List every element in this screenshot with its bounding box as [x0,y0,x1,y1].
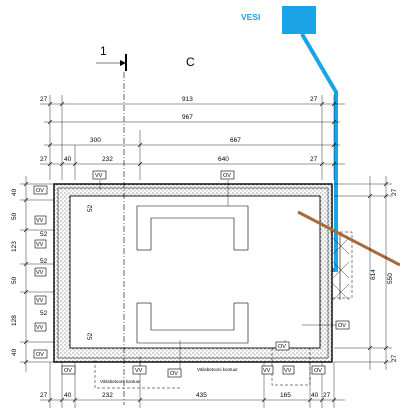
contour-note-right: Välisbetooni kontuur [197,367,238,372]
svg-text:VV: VV [36,242,44,248]
tag-ov-7: OV [275,341,290,351]
svg-text:123: 123 [11,241,18,252]
svg-text:40: 40 [311,392,319,399]
svg-text:232: 232 [102,392,113,399]
svg-text:VV: VV [36,270,44,276]
tag-vv-9: VV [282,365,295,375]
svg-text:VV: VV [284,368,292,374]
svg-text:550: 550 [387,273,394,284]
svg-text:OV: OV [338,323,346,329]
tag-ov-8: OV [335,320,350,330]
svg-text:OV: OV [170,371,178,377]
svg-text:40: 40 [11,348,18,356]
bottom-dimensions: 27 40 232 435 165 40 27 [40,362,345,408]
svg-text:VV: VV [263,368,271,374]
tag-ov-3: OV [33,349,48,359]
svg-text:OV: OV [64,368,72,374]
brown-line [297,210,400,267]
svg-text:52: 52 [87,332,94,340]
svg-text:232: 232 [102,156,113,163]
svg-text:667: 667 [230,137,241,144]
svg-text:50: 50 [11,276,18,284]
foundation-plan [53,72,338,405]
svg-text:50: 50 [11,212,18,220]
svg-text:128: 128 [11,315,18,326]
svg-text:VV: VV [36,325,44,331]
right-dimensions: 27 614 550 27 [334,176,398,370]
svg-text:VV: VV [135,368,143,374]
svg-text:435: 435 [196,392,207,399]
svg-text:27: 27 [40,96,48,103]
svg-text:27: 27 [323,392,331,399]
svg-text:VV: VV [95,173,103,179]
pipe-detail [94,231,353,389]
tag-ov-5: OV [167,368,182,378]
svg-text:52: 52 [40,258,48,265]
svg-text:614: 614 [370,269,377,280]
svg-text:52: 52 [40,231,48,238]
svg-text:OV: OV [314,368,322,374]
svg-text:VV: VV [36,218,44,224]
tag-vv-2: VV [34,215,47,225]
tag-vv-8: VV [261,365,274,375]
svg-text:27: 27 [40,392,48,399]
svg-text:300: 300 [90,137,101,144]
svg-text:52: 52 [40,310,48,317]
svg-text:OV: OV [223,173,231,179]
svg-text:27: 27 [391,188,398,196]
svg-text:OV: OV [36,352,44,358]
tag-vv-6: VV [34,322,47,332]
tag-ov-6: OV [311,365,326,375]
svg-text:VV: VV [36,298,44,304]
svg-text:27: 27 [310,156,318,163]
tag-ov-2: OV [220,170,235,180]
svg-text:OV: OV [36,188,44,194]
tag-ov-1: OV [33,185,48,195]
svg-text:40: 40 [64,156,72,163]
section-number: 1 [100,44,107,58]
axis-letter: C [186,55,195,69]
contour-note-left: Välisbetooni kontuur [100,379,141,384]
svg-text:27: 27 [40,156,48,163]
tag-vv-1: VV [92,170,107,180]
svg-text:27: 27 [391,354,398,362]
tag-vv-3: VV [34,239,47,249]
tag-vv-7: VV [132,365,147,375]
svg-text:165: 165 [280,392,291,399]
tag-vv-4: VV [34,267,47,277]
svg-text:913: 913 [182,96,193,103]
svg-text:OV: OV [278,344,286,350]
tag-vv-5: VV [34,295,47,305]
svg-text:52: 52 [87,204,94,212]
vesi-label: VESI [241,12,260,22]
svg-text:27: 27 [310,96,318,103]
tag-ov-4: OV [61,365,76,375]
left-dimensions: 40 50 123 50 128 40 52 52 52 52 52 [11,176,94,372]
svg-text:967: 967 [182,114,193,121]
svg-text:40: 40 [11,188,18,196]
svg-text:640: 640 [218,156,229,163]
top-dimensions: 27 913 27 967 300 667 27 40 232 640 27 [40,95,345,180]
svg-text:40: 40 [64,392,72,399]
section-marker: 1 [96,44,127,71]
